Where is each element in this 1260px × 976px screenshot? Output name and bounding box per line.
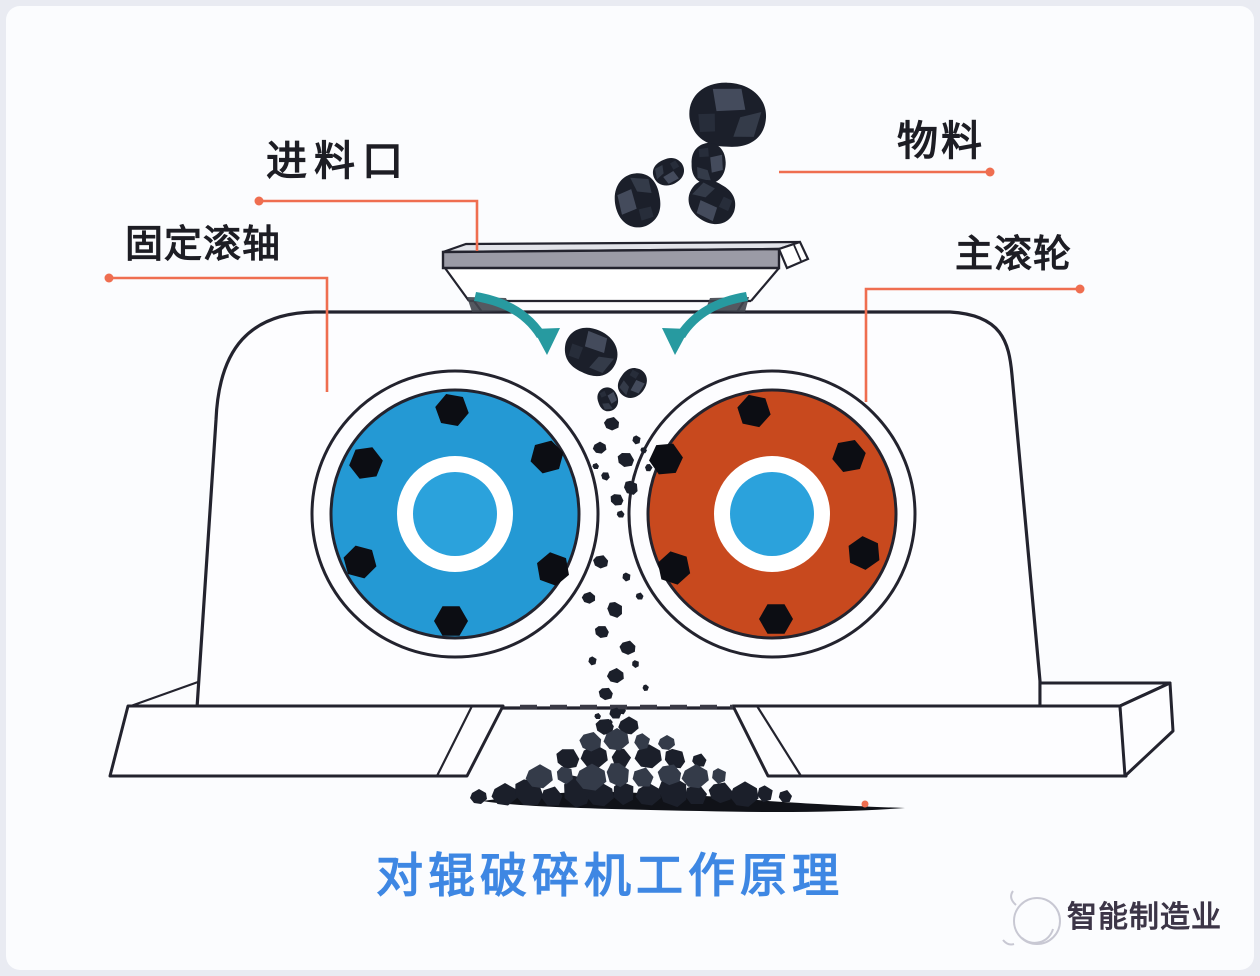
callout-lines	[104, 167, 1085, 808]
main-roller-label: 主滚轮	[955, 234, 1073, 276]
fixed-roller-wheel	[310, 369, 600, 659]
material-label: 物料	[897, 118, 985, 164]
feed-inlet-label: 进料口	[266, 138, 410, 184]
base-right-slab	[731, 704, 1128, 778]
crushed-material-pile	[470, 707, 905, 812]
diagram-title: 对辊破碎机工作原理	[376, 849, 844, 902]
feed-hopper	[441, 240, 810, 313]
rotation-arrow-right	[662, 292, 748, 355]
rotation-arrow-left	[474, 292, 560, 355]
fixed-roller-leader-line	[109, 276, 329, 392]
watermark-logo	[1002, 890, 1061, 946]
watermark-text: 智能制造业	[1067, 901, 1222, 934]
fixed-roller-label: 固定滚轴	[125, 224, 282, 266]
base-left-slab	[108, 704, 505, 778]
machine-base	[108, 681, 1175, 778]
main-roller-leader-line	[864, 287, 1080, 402]
feed-inlet-leader-line	[259, 199, 479, 251]
main-roller-wheel	[627, 369, 917, 659]
stray-orange-dot	[861, 800, 869, 808]
hopper-rim	[441, 247, 781, 270]
